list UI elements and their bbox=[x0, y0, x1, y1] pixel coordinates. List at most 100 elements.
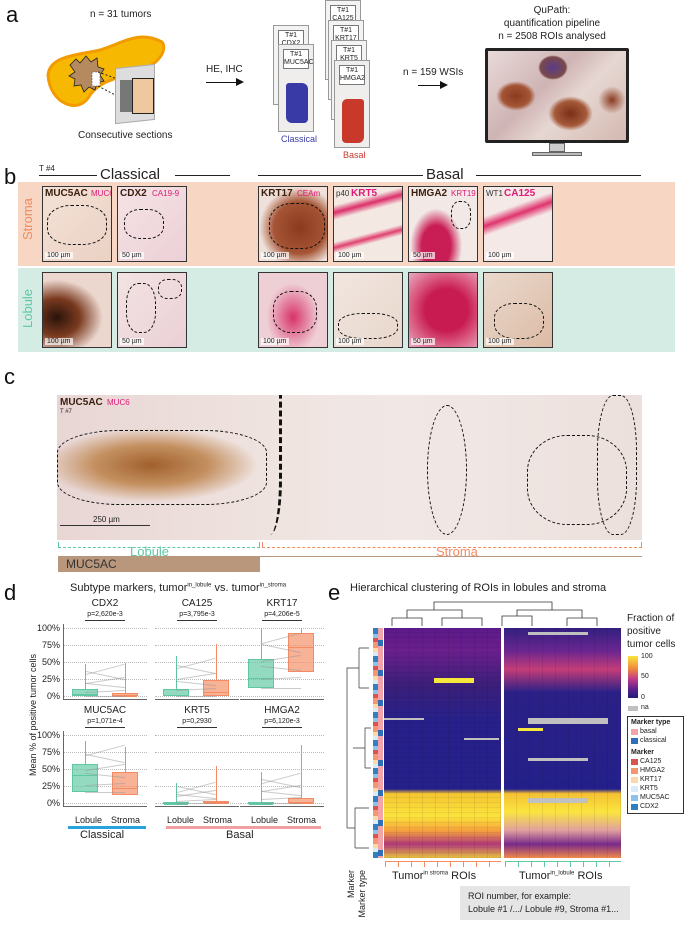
tumor-id: T #7 bbox=[60, 409, 72, 415]
stain-blob bbox=[598, 86, 626, 114]
roi-outline bbox=[47, 205, 107, 245]
y-tick: 0% bbox=[46, 798, 60, 808]
legend-item-krt17: KRT17 bbox=[631, 776, 662, 783]
box-stroma bbox=[112, 693, 138, 698]
colorbar-title-line: tumor cells bbox=[627, 639, 676, 650]
legend-item-hmga2: HMGA2 bbox=[631, 767, 665, 774]
median-line bbox=[249, 803, 273, 805]
scale-bar: 100 µm bbox=[261, 252, 289, 259]
p-value: p=1,071e-4 bbox=[87, 718, 123, 725]
plot-area bbox=[155, 624, 239, 700]
legend-swatch bbox=[631, 758, 638, 765]
histology-image: MUC5AC MUC6 T #7 250 µm bbox=[57, 395, 642, 540]
roi-outline bbox=[451, 201, 471, 229]
consecutive-sections-label: Consecutive sections bbox=[78, 130, 173, 141]
gridline bbox=[240, 645, 324, 646]
tile-secondary: MUC6 bbox=[91, 189, 112, 198]
na-cell bbox=[528, 798, 588, 803]
roi-outline bbox=[494, 303, 544, 339]
slide-id: T#1 bbox=[289, 51, 303, 58]
median-line bbox=[113, 788, 137, 790]
gridline bbox=[64, 752, 147, 753]
monitor-screen bbox=[485, 48, 629, 143]
whisker bbox=[261, 628, 262, 659]
divider bbox=[39, 175, 97, 176]
legend-label: basal bbox=[640, 728, 657, 735]
y-axis-label: Mean % of positive tumor cells bbox=[28, 653, 38, 777]
x-cat-lobule: Lobule bbox=[167, 815, 195, 825]
column-dendrogram bbox=[391, 601, 598, 626]
legend-swatch bbox=[631, 785, 638, 792]
paired-line bbox=[85, 744, 125, 756]
median-line bbox=[164, 803, 188, 805]
p-value: p=6,120e-3 bbox=[264, 718, 300, 725]
x-label-lobule: Tumorin_lobule ROIs bbox=[519, 870, 603, 882]
tile-primary: CDX2 bbox=[120, 188, 147, 199]
paired-line bbox=[261, 772, 301, 784]
y-tick: 0% bbox=[46, 691, 60, 701]
marker-title: KRT17 bbox=[266, 598, 298, 609]
legend-label: classical bbox=[640, 737, 667, 744]
bracket-stroma bbox=[262, 542, 642, 548]
y-tick: 75% bbox=[41, 640, 60, 650]
group-label-classical: Classical bbox=[80, 829, 125, 841]
roi-outline bbox=[158, 279, 182, 299]
colorbar-tick-0: 0 bbox=[641, 694, 645, 701]
marker-type-annotation-bar bbox=[378, 628, 383, 858]
stain-blob bbox=[496, 81, 536, 111]
na-swatch bbox=[628, 706, 638, 711]
box-lobule bbox=[248, 658, 274, 688]
x-ticks-lobule bbox=[505, 861, 621, 867]
divider bbox=[476, 175, 641, 176]
marker-title: CDX2 bbox=[91, 598, 119, 609]
gridline bbox=[64, 628, 147, 629]
gridline bbox=[64, 769, 147, 770]
slide-id: T#1 bbox=[342, 47, 356, 54]
title-sup: in_lobule bbox=[187, 582, 212, 589]
gridline bbox=[155, 679, 239, 680]
gridline bbox=[155, 752, 239, 753]
region-stroma: Stroma bbox=[436, 544, 478, 559]
paired-line bbox=[85, 696, 125, 697]
heat-cell-high bbox=[518, 728, 543, 731]
colorbar-tick-100: 100 bbox=[641, 653, 653, 660]
qupath-sub: quantification pipeline bbox=[503, 18, 601, 29]
roi-outline-stroma bbox=[597, 395, 637, 535]
whisker bbox=[85, 664, 86, 690]
whisker bbox=[301, 744, 302, 798]
paired-line bbox=[176, 803, 216, 804]
plot-area bbox=[240, 624, 324, 700]
heatmap-title: Hierarchical clustering of ROIs in lobul… bbox=[350, 582, 607, 594]
legend-item-muc5ac: MUC5AC bbox=[631, 794, 670, 801]
legend-swatch bbox=[631, 728, 638, 735]
gridline bbox=[64, 662, 147, 663]
gridline bbox=[155, 769, 239, 770]
colorbar bbox=[628, 656, 638, 698]
scale-bar-line bbox=[60, 525, 150, 526]
stain-arrow-label: HE, IHC bbox=[206, 64, 243, 75]
gridline bbox=[240, 662, 324, 663]
tumor-id: T #4 bbox=[39, 164, 55, 173]
row-ann-marker: Marker bbox=[346, 870, 356, 899]
whisker bbox=[125, 663, 126, 694]
heatmap-stroma bbox=[384, 628, 501, 858]
paired-line bbox=[85, 792, 125, 794]
tile-secondary: CA19-9 bbox=[152, 189, 180, 198]
title-part: Subtype markers, tumor bbox=[70, 582, 188, 594]
panel-label-d: d bbox=[4, 580, 17, 605]
y-tick: 25% bbox=[41, 781, 60, 791]
x-cat-lobule: Lobule bbox=[251, 815, 279, 825]
median-line bbox=[249, 677, 273, 679]
box-stroma bbox=[112, 771, 138, 795]
plot-title: Subtype markers, tumorin_lobule vs. tumo… bbox=[70, 582, 286, 594]
colorbar-title-line: Fraction of bbox=[627, 613, 675, 624]
basal-label: Basal bbox=[343, 150, 366, 160]
gridline bbox=[155, 735, 239, 736]
marker-title: HMGA2 bbox=[264, 705, 300, 716]
plot-area bbox=[63, 624, 147, 700]
gridline bbox=[240, 679, 324, 680]
tile-primary: HMGA2 bbox=[411, 188, 448, 199]
plot-area bbox=[63, 731, 147, 807]
